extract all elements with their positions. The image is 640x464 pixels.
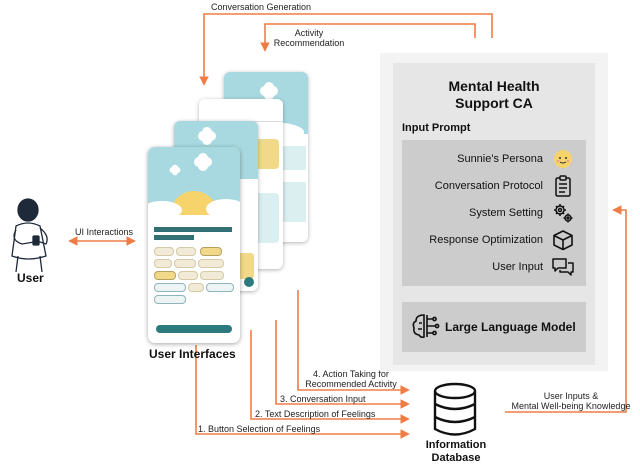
input-prompt-box [402,140,586,286]
persona-item: Sunnie's Persona [457,153,543,165]
sun-face-icon [554,150,572,168]
text-description-label: 2. Text Description of Feelings [255,409,376,419]
conversation-protocol-item: Conversation Protocol [434,180,543,192]
action-taking-label: 4. Action Taking for Recommended Activit… [305,369,397,390]
input-prompt-title: Input Prompt [402,122,471,134]
response-optimization-item: Response Optimization [429,234,543,246]
ca-title: Mental Health Support CA [448,78,540,112]
database-icon [433,382,477,436]
text-description-arrow [250,330,410,424]
brain-circuit-icon [412,314,440,339]
activity-recommendation-arrow [260,23,476,52]
cube-icon [553,230,573,251]
clipboard-list-icon [555,175,571,197]
ui-interactions-label: UI Interactions [75,227,134,237]
continue-button [156,325,232,333]
user-caption: User [17,271,44,285]
action-taking-arrow [297,290,410,395]
llm-label: Large Language Model [445,320,576,334]
button-selection-arrow [195,345,410,439]
gears-icon [554,204,573,223]
conversation-input-arrow [275,320,410,409]
user-figure [11,198,48,272]
chat-bubbles-icon [552,258,574,276]
user-interfaces-caption: User Interfaces [149,347,236,361]
database-caption: Information Database [425,439,487,464]
conversation-generation-label: Conversation Generation [211,2,312,12]
conversation-input-label: 3. Conversation Input [280,394,366,404]
user-inputs-knowledge-label: User Inputs & Mental Well-being Knowledg… [511,391,631,412]
conversation-generation-arrow [199,13,493,86]
button-selection-label: 1. Button Selection of Feelings [198,424,321,434]
activity-recommendation-label: Activity Recommendation [273,28,345,49]
app-screen-feelings-selection [148,147,240,343]
llm-box [402,302,586,352]
database-to-ca-arrow [505,205,627,413]
system-setting-item: System Setting [469,207,543,219]
user-input-item: User Input [492,261,543,273]
